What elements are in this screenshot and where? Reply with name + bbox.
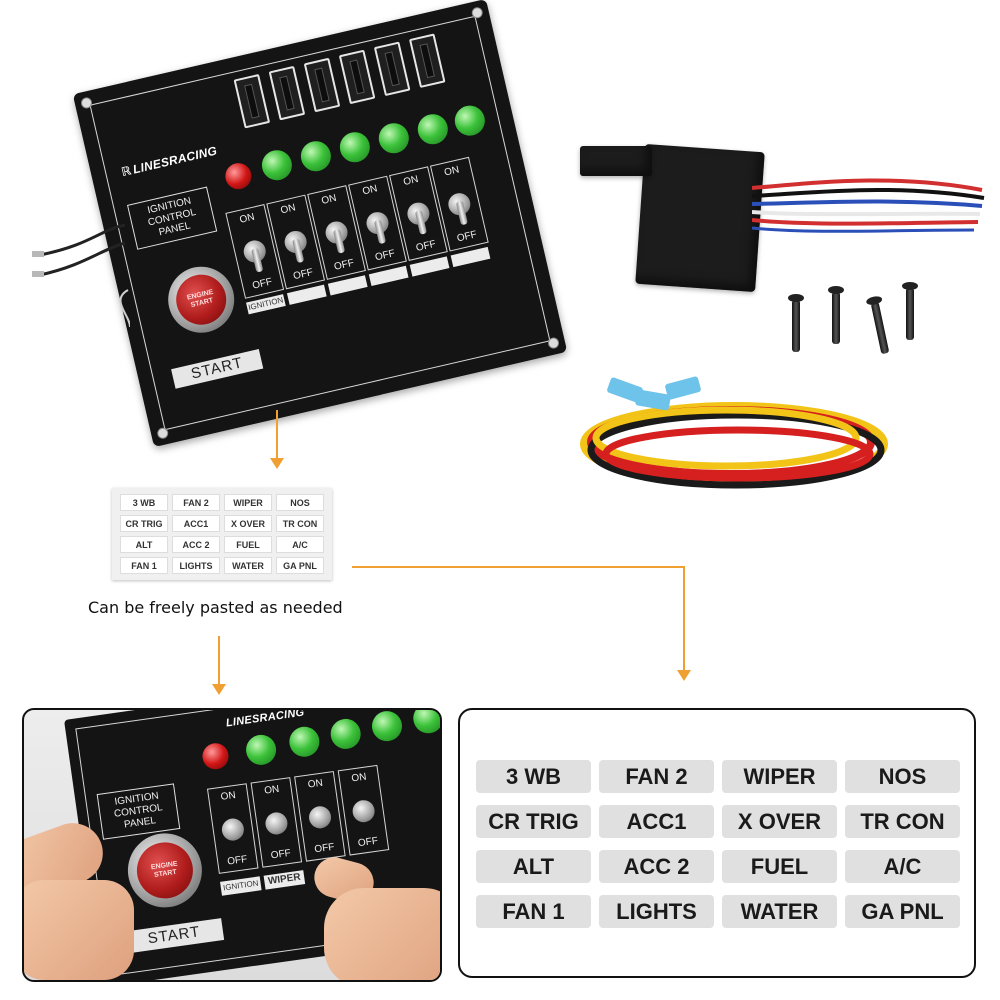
arrow-line bbox=[683, 566, 685, 670]
label-chip: FUEL bbox=[722, 850, 837, 883]
arrow-line bbox=[276, 410, 278, 458]
relay-mount-bracket bbox=[580, 146, 652, 176]
ignition-control-panel: ℝLINESRACING IGNITION CONTROL PANEL ENGI… bbox=[72, 0, 568, 448]
toggle-base bbox=[264, 811, 289, 836]
panel-wires bbox=[32, 223, 130, 328]
sticker: CR TRIG bbox=[120, 515, 168, 532]
switch-off-label: OFF bbox=[333, 257, 356, 273]
sticker: WATER bbox=[224, 557, 272, 574]
label-chip: FAN 2 bbox=[599, 760, 714, 793]
label-chip: TR CON bbox=[845, 805, 960, 838]
switch-off-label: OFF bbox=[374, 248, 397, 264]
mounting-screw-icon bbox=[870, 301, 890, 355]
label-chip: LIGHTS bbox=[599, 895, 714, 928]
mounting-screw-icon bbox=[902, 282, 918, 340]
mount-hole bbox=[546, 336, 561, 350]
label-chip: X OVER bbox=[722, 805, 837, 838]
toggle-base bbox=[307, 804, 333, 830]
label-chip: CR TRIG bbox=[476, 805, 591, 838]
switch-on-label: ON bbox=[279, 202, 297, 217]
mounting-screw-icon bbox=[788, 294, 804, 352]
sticker: GA PNL bbox=[276, 557, 324, 574]
toggle-base bbox=[220, 817, 246, 842]
label-options-panel: 3 WB FAN 2 WIPER NOS CR TRIG ACC1 X OVER… bbox=[458, 708, 976, 978]
label-chip: GA PNL bbox=[845, 895, 960, 928]
switch-off-label: OFF bbox=[455, 229, 478, 245]
left-palm bbox=[24, 880, 134, 980]
switch-on-label: ON bbox=[238, 211, 256, 226]
switch-off-label: OFF bbox=[292, 266, 315, 283]
switch-on-label: ON bbox=[263, 783, 280, 797]
right-hand bbox=[324, 888, 440, 980]
arrow-down-icon bbox=[677, 670, 691, 681]
sticker: ACC1 bbox=[172, 515, 220, 532]
sticker: FUEL bbox=[224, 536, 272, 553]
switch-off-label: OFF bbox=[414, 238, 437, 254]
relay bbox=[635, 143, 765, 293]
switch-off-label: OFF bbox=[313, 841, 336, 856]
sticker: TR CON bbox=[276, 515, 324, 532]
label-chip: WIPER bbox=[722, 760, 837, 793]
switch-off-label: OFF bbox=[251, 276, 274, 292]
switch-on-label: ON bbox=[220, 789, 237, 803]
label-chip: A/C bbox=[845, 850, 960, 883]
sticker: ACC 2 bbox=[172, 536, 220, 553]
arrow-line bbox=[218, 636, 220, 684]
sticker: NOS bbox=[276, 494, 324, 511]
applied-labels-photo: LINESRACING IGNITION CONTROL PANEL ENGIN… bbox=[22, 708, 442, 982]
switch-on-label: ON bbox=[320, 192, 338, 207]
switch-on-label: ON bbox=[350, 771, 368, 785]
switch-on-label: ON bbox=[361, 183, 379, 198]
label-chip: NOS bbox=[845, 760, 960, 793]
label-chip: 3 WB bbox=[476, 760, 591, 793]
label-chip: ALT bbox=[476, 850, 591, 883]
brand-mark-icon: ℝ bbox=[119, 163, 133, 180]
relay-wire-harness bbox=[752, 178, 985, 233]
switch-off-label: OFF bbox=[357, 835, 379, 850]
arrow-down-icon bbox=[270, 458, 284, 469]
switch-on-label: ON bbox=[307, 777, 324, 791]
sticker: LIGHTS bbox=[172, 557, 220, 574]
label-grid: 3 WB FAN 2 WIPER NOS CR TRIG ACC1 X OVER… bbox=[476, 760, 960, 940]
switch-on-label: ON bbox=[402, 173, 420, 189]
wire-bundle bbox=[580, 376, 888, 489]
label-chip: ACC1 bbox=[599, 805, 714, 838]
label-chip: WATER bbox=[722, 895, 837, 928]
label-chip: ACC 2 bbox=[599, 850, 714, 883]
arrow-line bbox=[352, 566, 684, 568]
switch-off-label: OFF bbox=[270, 847, 292, 862]
sticker: WIPER bbox=[224, 494, 272, 511]
sticker: FAN 2 bbox=[172, 494, 220, 511]
label-chip: FAN 1 bbox=[476, 895, 591, 928]
toggle-base bbox=[351, 798, 377, 824]
switch-off-label: OFF bbox=[226, 853, 248, 868]
caption-text: Can be freely pasted as needed bbox=[88, 598, 343, 617]
sticker: X OVER bbox=[224, 515, 272, 532]
sticker-sheet: 3 WB FAN 2 WIPER NOS CR TRIG ACC1 X OVER… bbox=[112, 488, 332, 580]
sticker: ALT bbox=[120, 536, 168, 553]
arrow-down-icon bbox=[212, 684, 226, 695]
sticker: FAN 1 bbox=[120, 557, 168, 574]
sticker: A/C bbox=[276, 536, 324, 553]
sticker: 3 WB bbox=[120, 494, 168, 511]
switch-on-label: ON bbox=[443, 164, 461, 179]
mounting-screw-icon bbox=[828, 286, 844, 344]
